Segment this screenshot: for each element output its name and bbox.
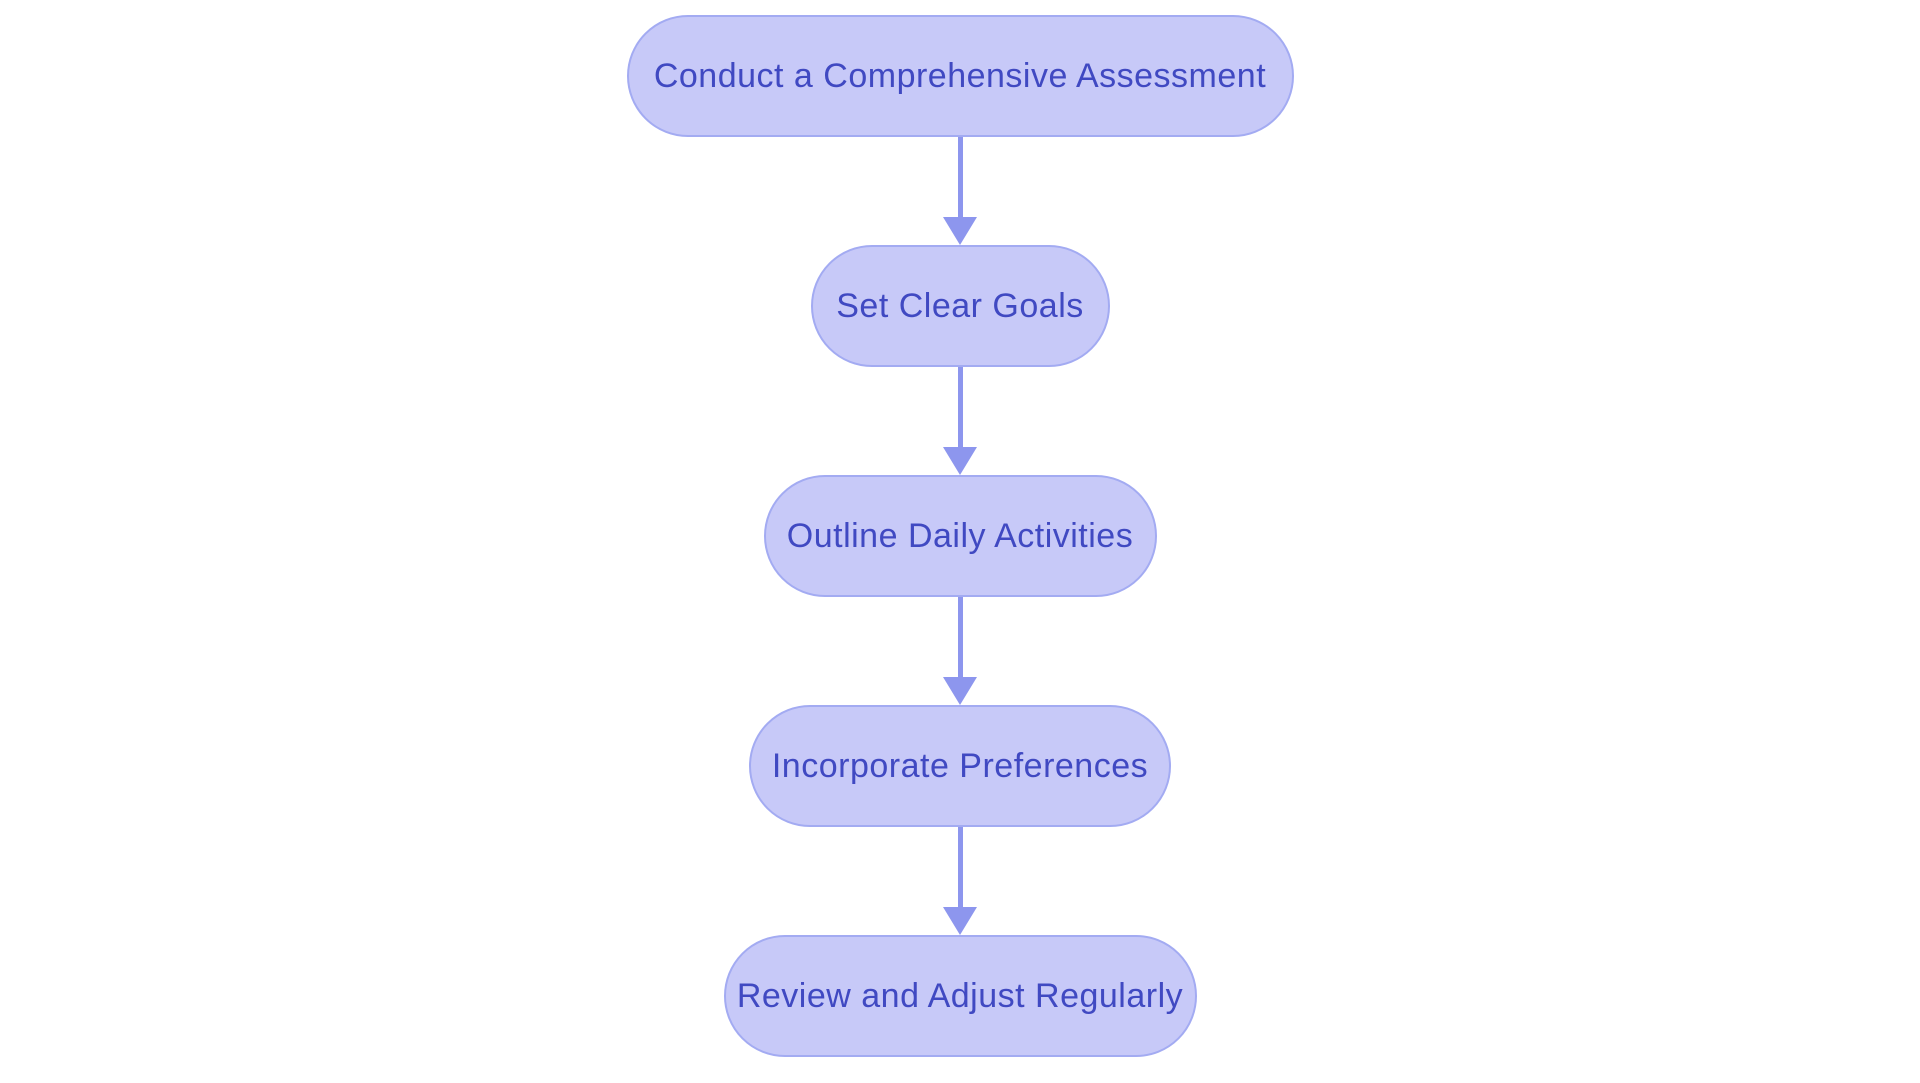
flow-node-label: Review and Adjust Regularly <box>736 976 1184 1015</box>
arrow-down-icon <box>943 447 977 475</box>
flow-node-outline-daily-activities: Outline Daily Activities <box>763 475 1157 597</box>
arrow-down-icon <box>943 907 977 935</box>
flow-connector-3 <box>943 597 977 705</box>
arrow-line <box>957 367 963 447</box>
flow-node-conduct-assessment: Conduct a Comprehensive Assessment <box>626 15 1294 137</box>
flow-node-label: Set Clear Goals <box>836 286 1084 325</box>
flow-node-label: Conduct a Comprehensive Assessment <box>653 56 1267 95</box>
flow-node-review-adjust-regularly: Review and Adjust Regularly <box>723 935 1197 1057</box>
flow-node-incorporate-preferences: Incorporate Preferences <box>749 705 1171 827</box>
arrow-line <box>957 827 963 907</box>
arrow-down-icon <box>943 677 977 705</box>
arrow-line <box>957 597 963 677</box>
arrow-down-icon <box>943 217 977 245</box>
flow-connector-2 <box>943 367 977 475</box>
flow-node-label: Outline Daily Activities <box>786 516 1134 555</box>
flow-node-label: Incorporate Preferences <box>771 746 1149 785</box>
flow-connector-1 <box>943 137 977 245</box>
arrow-line <box>957 137 963 217</box>
flow-connector-4 <box>943 827 977 935</box>
flow-node-set-clear-goals: Set Clear Goals <box>810 245 1110 367</box>
